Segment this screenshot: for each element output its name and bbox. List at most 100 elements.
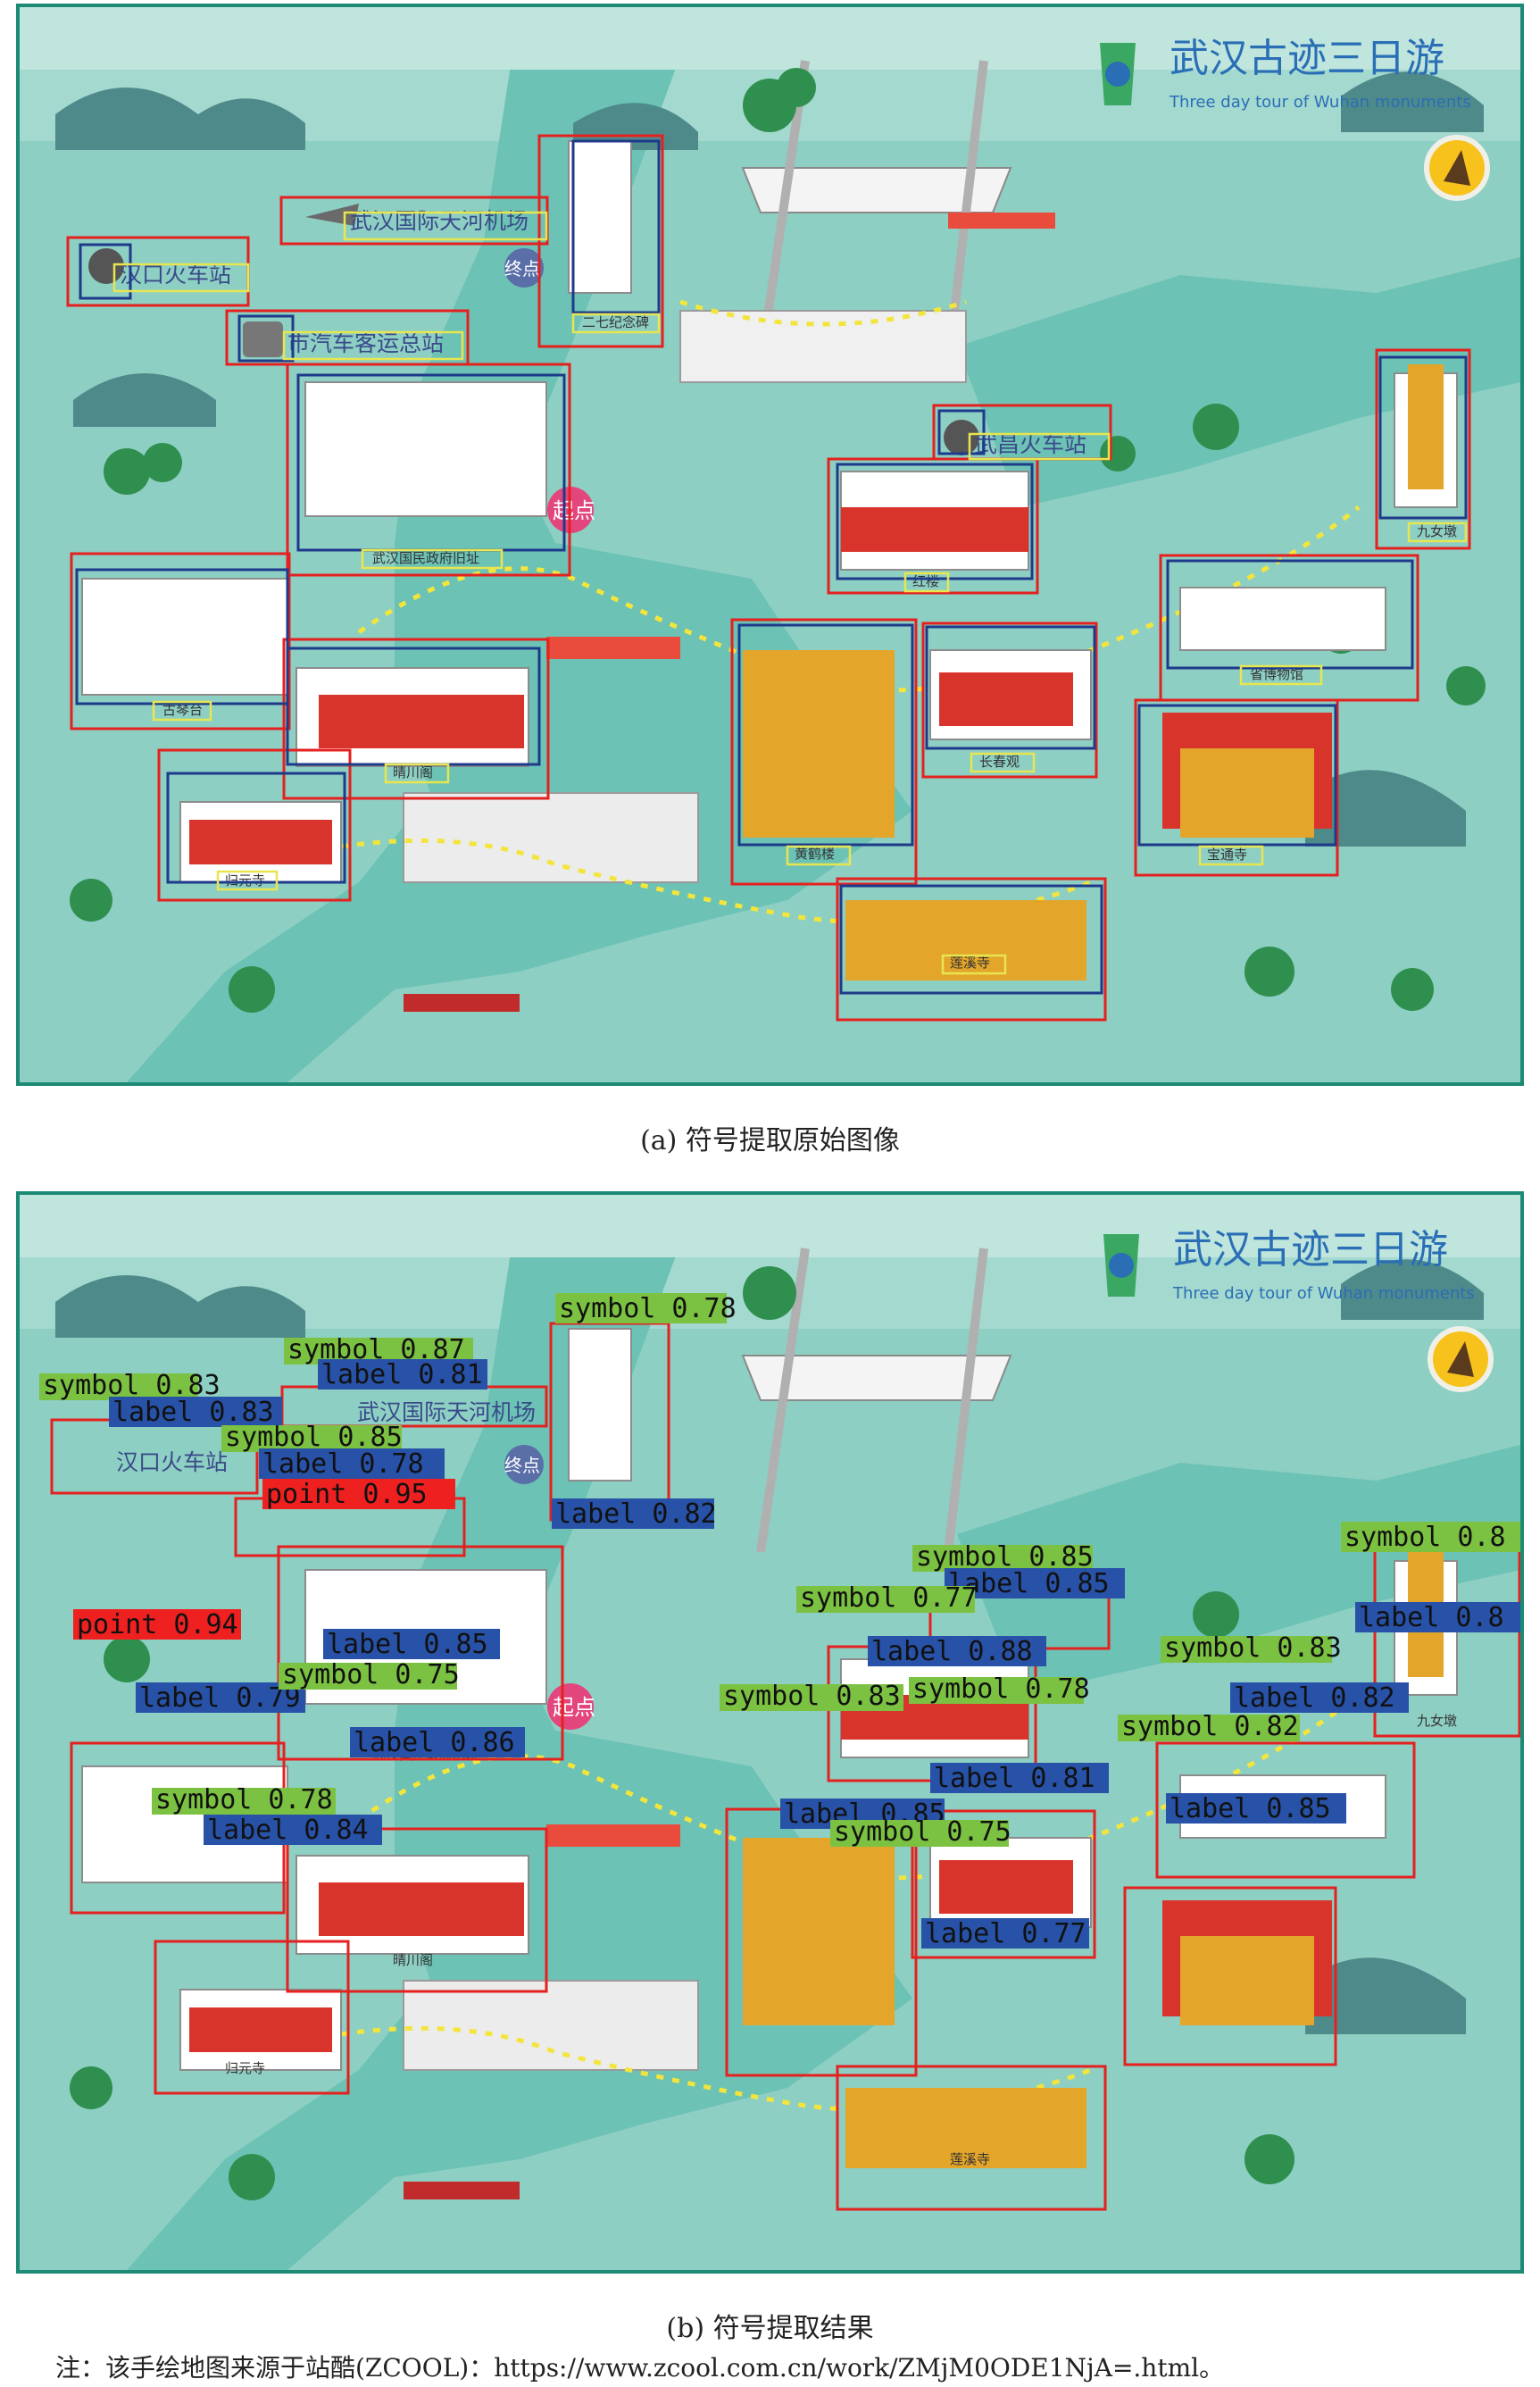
gt-box-guiyuan: [157, 748, 352, 902]
gt-box-baotong: [1134, 698, 1339, 877]
detection-tag-bg: [830, 1820, 1009, 1847]
map-title-en-b: Three day tour of Wuhan monuments: [1172, 1284, 1475, 1303]
detection-tag-text: symbol 0.85: [225, 1422, 403, 1453]
marker-start-label-b: 起点: [553, 1695, 595, 1720]
gt-symbol-guqintai: [75, 568, 289, 705]
detection-tag: label 0.85: [1166, 1793, 1346, 1824]
detection-tag: symbol 0.85: [221, 1422, 403, 1453]
map-panel-original: 武汉古迹三日游 Three day tour of Wuhan monument…: [16, 4, 1524, 1086]
detection-tag-bg: [921, 1918, 1089, 1949]
gt-b-guiyuan: [154, 1940, 350, 2095]
map-title-cn-b: 武汉古迹三日游: [1173, 1227, 1448, 1273]
gt-box-huanghelou: [730, 618, 918, 886]
label-guiyuan-b: 归元寺: [225, 2060, 265, 2076]
detection-tag: symbol 0.77: [796, 1582, 978, 1614]
map-result: 武汉古迹三日游 Three day tour of Wuhan monument…: [20, 1195, 1520, 2270]
detection-tag-bg: [909, 1677, 1084, 1704]
label-monument-27: 二七纪念碑: [582, 314, 649, 330]
gt-box-govt-site: [286, 363, 571, 577]
detection-tag: symbol 0.78: [152, 1784, 336, 1815]
gt-label-qingchuan: [384, 763, 450, 784]
detection-tag-text: label 0.78: [262, 1448, 424, 1480]
gt-b-lianxi: [836, 2065, 1107, 2211]
detection-tag-bg: [930, 1763, 1109, 1793]
marker-end-label: 终点: [504, 258, 540, 280]
detection-tag-text: symbol 0.82: [1121, 1711, 1299, 1742]
detection-tag-bg: [1166, 1793, 1346, 1824]
detection-tag: label 0.88: [868, 1636, 1046, 1667]
detection-tag: point 0.94: [73, 1609, 241, 1640]
gt-label-monument-27: [571, 313, 661, 334]
detection-tag-bg: [323, 1629, 500, 1659]
detection-tag-text: symbol 0.83: [1164, 1632, 1342, 1664]
gt-symbol-hankou-station: [79, 243, 132, 300]
detection-tag-bg: [912, 1545, 1093, 1572]
detection-tag: symbol 0.78: [909, 1673, 1090, 1705]
gt-label-bus-station: [282, 330, 464, 361]
label-bus-station: 市汽车客运总站: [287, 330, 444, 356]
detection-tag-text: point 0.95: [266, 1479, 428, 1510]
detection-tag-bg: [259, 1448, 445, 1479]
detection-tag-text: symbol 0.78: [912, 1673, 1090, 1705]
detection-tag-bg: [39, 1373, 198, 1400]
detection-tag-text: symbol 0.83: [723, 1681, 901, 1712]
label-huanghelou: 黄鹤楼: [795, 846, 835, 862]
detection-tag-text: symbol 0.75: [282, 1659, 460, 1690]
label-lianxi-b: 莲溪寺: [950, 2151, 990, 2167]
map-title-en: Three day tour of Wuhan monuments: [1169, 93, 1471, 112]
gt-box-qingchuan: [282, 638, 550, 800]
label-museum: 省博物馆: [1250, 666, 1303, 682]
gt-label-huanghelou: [786, 845, 852, 866]
detection-tag: label 0.77: [921, 1918, 1089, 1949]
marker-start-label: 起点: [553, 498, 595, 523]
detection-tag-bg: [555, 1293, 727, 1323]
label-govt-site: 武汉国民政府旧址: [372, 550, 479, 566]
detection-tag: label 0.85: [323, 1629, 500, 1660]
detection-tag-text: symbol 0.77: [800, 1582, 978, 1614]
gt-symbol-jiunvdun: [1378, 355, 1468, 520]
detection-tag-bg: [221, 1425, 402, 1452]
detection-tag-text: symbol 0.78: [155, 1784, 333, 1815]
label-qingchuan: 晴川阁: [393, 764, 433, 780]
label-hongru: 红楼: [912, 573, 939, 589]
detection-tag-bg: [1341, 1522, 1520, 1552]
label-guiyuan: 归元寺: [225, 872, 265, 889]
detection-tag-text: label 0.88: [871, 1636, 1033, 1667]
detection-tag: label 0.86: [350, 1727, 525, 1758]
gt-label-changchun: [970, 752, 1036, 773]
detection-tag: symbol 0.85: [912, 1541, 1094, 1573]
detection-tag-text: symbol 0.78: [559, 1293, 737, 1324]
source-note: 注：该手绘地图来源于站酷(ZCOOL)：https://www.zcool.co…: [55, 2353, 1225, 2383]
detection-tag-bg: [1118, 1715, 1300, 1741]
detection-tag: label 0.8: [1355, 1602, 1520, 1633]
gt-box-lianxi: [836, 877, 1107, 1022]
gt-label-airport: [343, 211, 548, 241]
gt-label-jiunvdun: [1407, 522, 1468, 543]
detection-tag-text: label 0.85: [327, 1629, 488, 1660]
detection-tag: label 0.84: [204, 1815, 382, 1846]
detection-tag-bg: [720, 1684, 903, 1711]
caption-a: (a) 符号提取原始图像: [640, 1125, 900, 1156]
gt-b-govt-site: [277, 1545, 564, 1761]
detection-tag-text: symbol 0.85: [916, 1541, 1094, 1573]
label-hankou-station-b: 汉口火车站: [116, 1449, 228, 1475]
detection-tag-text: symbol 0.8: [1344, 1522, 1506, 1553]
detection-tag: symbol 0.83: [39, 1370, 221, 1401]
detection-tag-bg: [796, 1586, 975, 1613]
detection-tag-bg: [136, 1682, 305, 1713]
map-panel-result: 武汉古迹三日游 Three day tour of Wuhan monument…: [16, 1191, 1524, 2274]
gt-symbol-wuchang-station: [937, 409, 986, 455]
detection-tag: label 0.81: [930, 1763, 1109, 1794]
detection-tag-bg: [318, 1359, 487, 1390]
label-baotong: 宝通寺: [1207, 847, 1247, 863]
detection-tag: label 0.83: [109, 1397, 282, 1428]
gt-b-qingchuan: [286, 1827, 548, 1993]
detection-tag-bg: [204, 1815, 382, 1845]
gt-box-monument-27: [537, 134, 664, 348]
map-art: [20, 7, 1520, 1082]
map-logo-icon: [1100, 43, 1136, 105]
caption-b: (b) 符号提取结果: [666, 2313, 874, 2344]
detection-tag-bg: [262, 1479, 455, 1509]
detection-tag: label 0.81: [318, 1359, 487, 1390]
detection-tag-bg: [1230, 1682, 1409, 1713]
